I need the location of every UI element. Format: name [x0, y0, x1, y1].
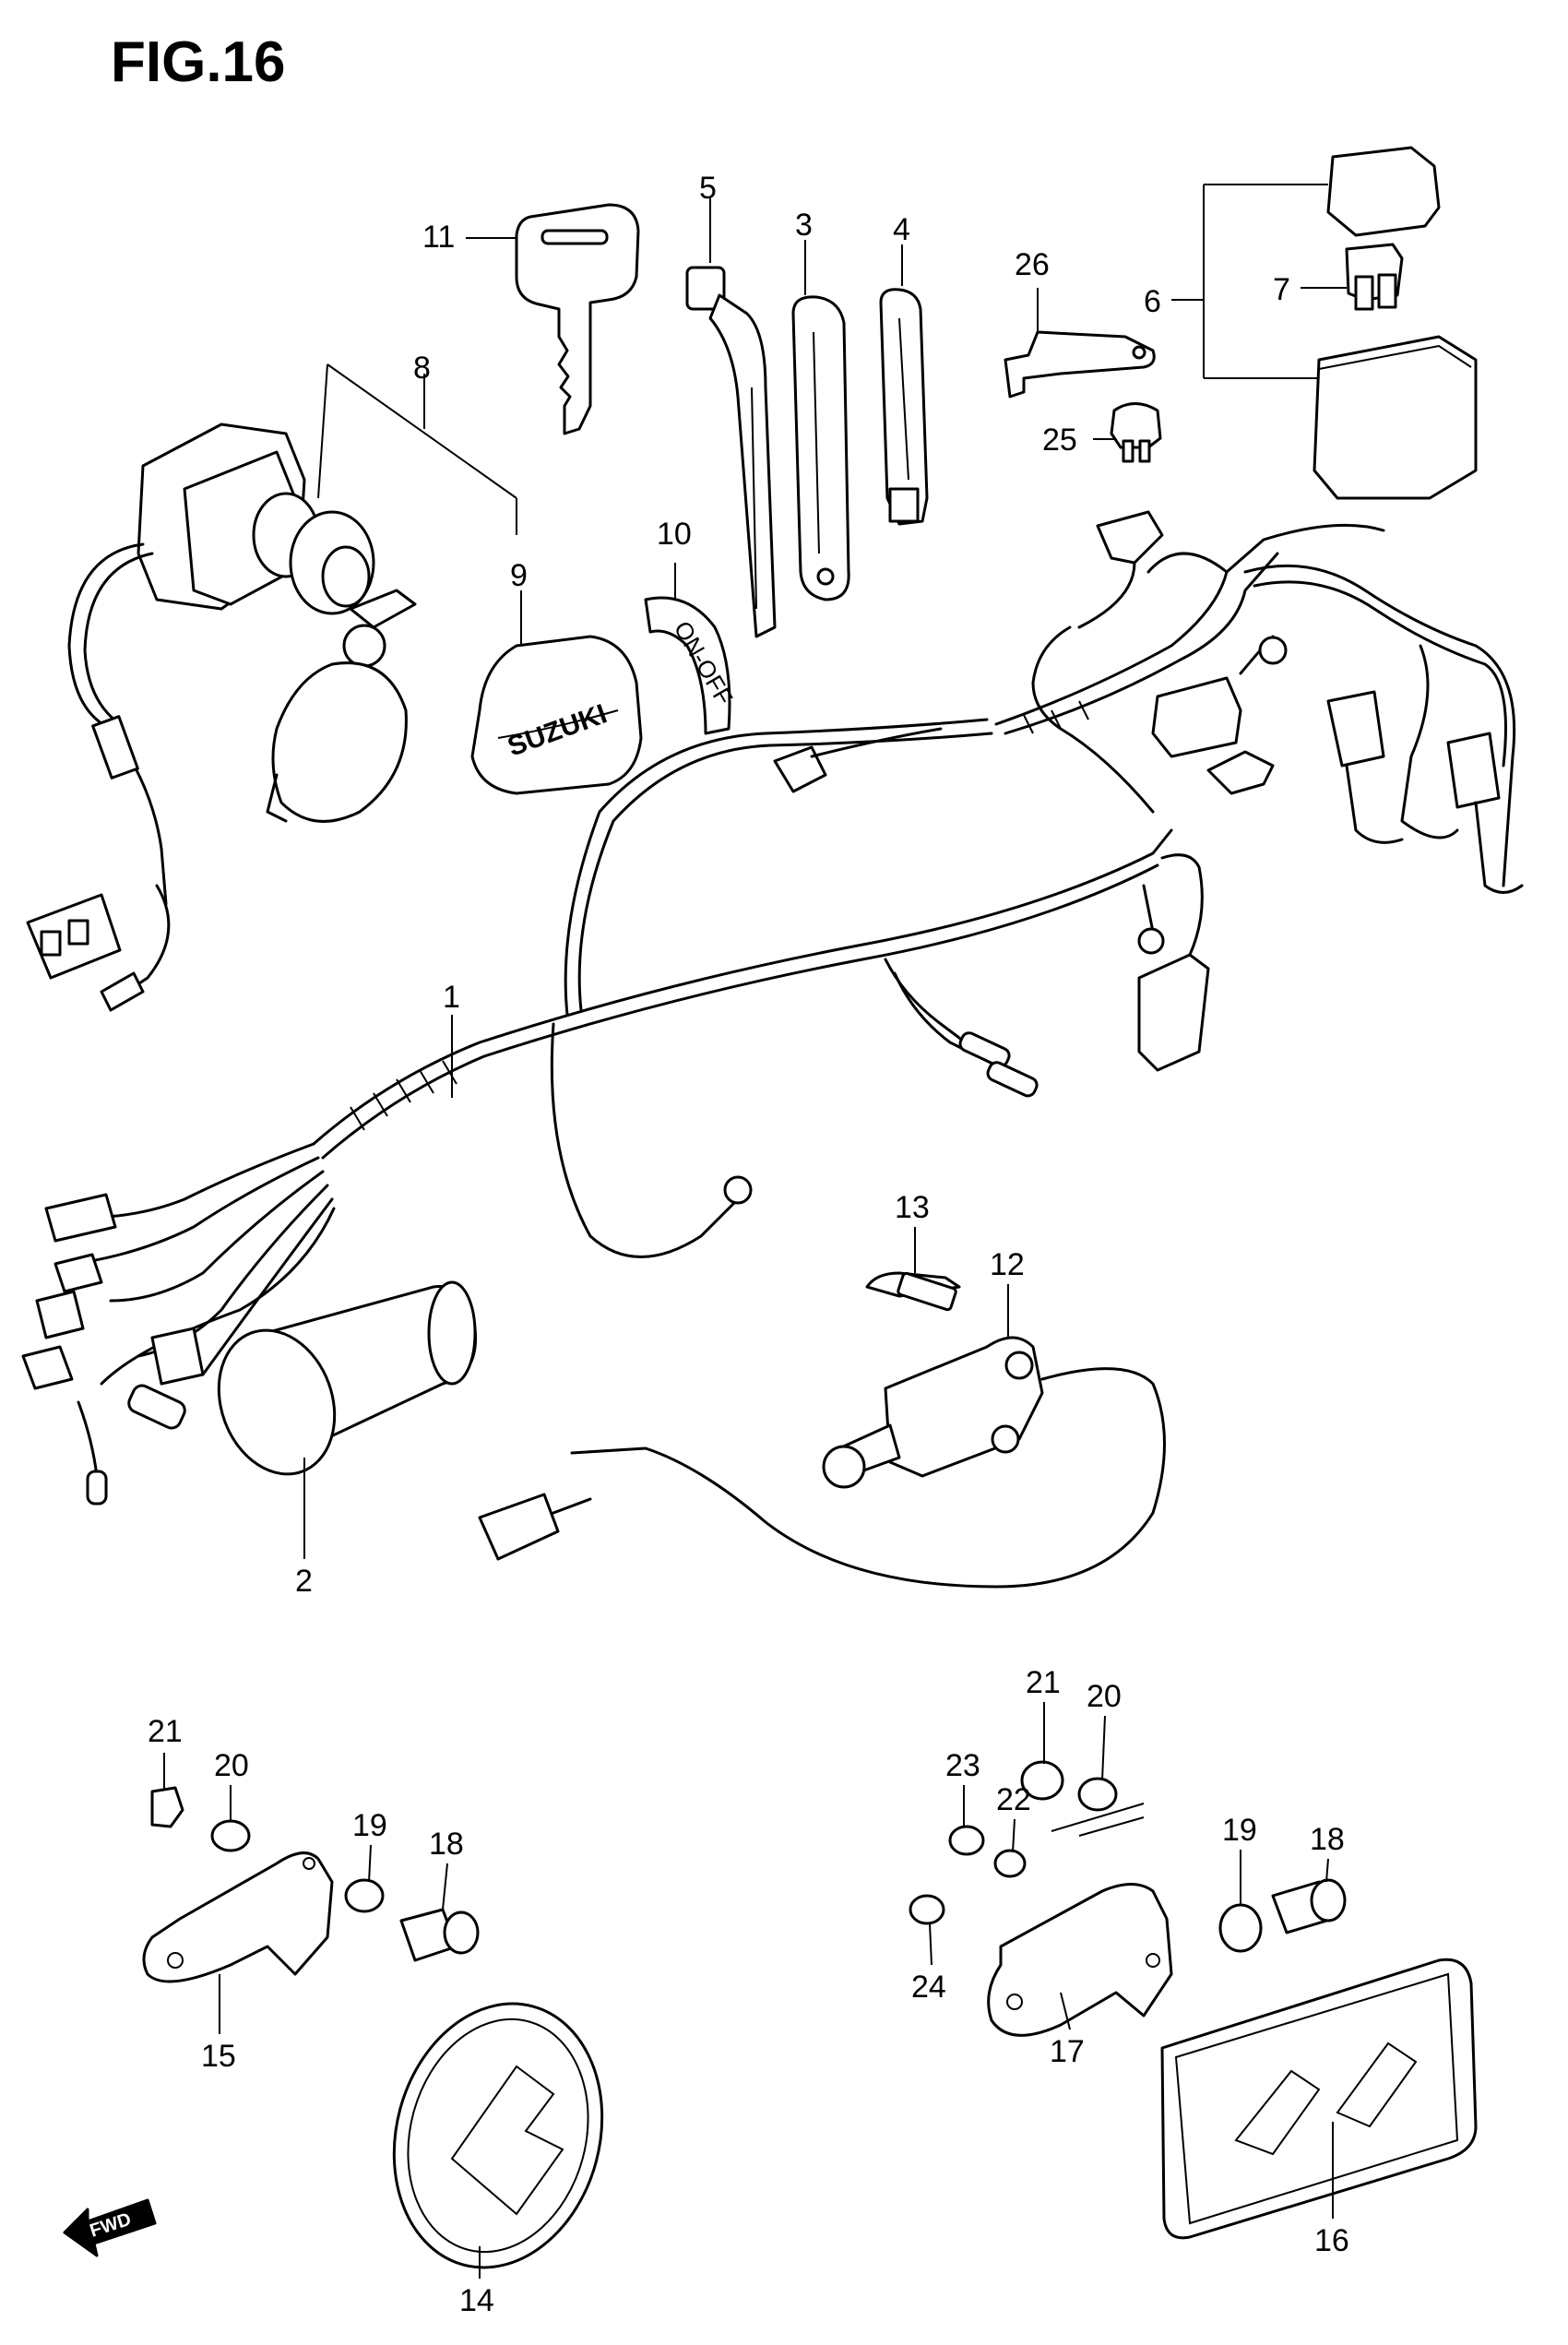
relay-assembly [1313, 146, 1478, 500]
callout-25: 25 [1042, 423, 1077, 458]
ignition-switch [26, 423, 417, 1012]
switch-cap: SUZUKI [470, 635, 643, 795]
callout-labels: 11 8 9 5 3 4 10 26 7 6 25 1 2 13 12 21 2… [148, 171, 1349, 2318]
lamp-assembly-right [909, 1760, 1478, 2240]
fuse-socket [1110, 402, 1162, 463]
cylindrical-unit [217, 1280, 478, 1476]
callout-6: 6 [1144, 284, 1161, 319]
callout-9: 9 [510, 558, 528, 593]
callout-18-right: 18 [1310, 1822, 1345, 1857]
callout-12: 12 [990, 1247, 1025, 1282]
figure-title: FIG.16 [111, 30, 286, 94]
callout-4: 4 [893, 212, 910, 247]
callout-22: 22 [996, 1782, 1031, 1817]
wire-clamp-5 [685, 266, 777, 638]
callout-16: 16 [1314, 2223, 1349, 2258]
callout-23: 23 [945, 1748, 980, 1783]
main-wire-harness [21, 510, 1524, 1506]
callout-21-right: 21 [1026, 1665, 1061, 1700]
callout-5: 5 [699, 171, 717, 206]
leader-lines [163, 184, 1347, 2279]
lamp-assembly-left [142, 1786, 604, 2269]
callout-19-right: 19 [1222, 1813, 1257, 1848]
callout-20-right: 20 [1087, 1679, 1122, 1714]
forward-arrow-marker: FWD [63, 2198, 157, 2257]
callout-15: 15 [201, 2039, 236, 2074]
ignition-key [515, 203, 640, 435]
callout-18-left: 18 [429, 1827, 464, 1862]
callout-3: 3 [795, 208, 813, 243]
wire-clamp-4 [879, 288, 929, 526]
callout-10: 10 [657, 517, 692, 552]
callout-20-left: 20 [214, 1748, 249, 1783]
callout-26: 26 [1015, 247, 1050, 282]
pushbutton-switch [478, 1271, 1166, 1589]
wire-clamp-3 [791, 295, 850, 601]
callout-21-left: 21 [148, 1714, 183, 1749]
callout-19-left: 19 [352, 1808, 387, 1843]
callout-24: 24 [911, 1970, 946, 2005]
callout-2: 2 [295, 1564, 313, 1599]
callout-13: 13 [895, 1190, 930, 1225]
bracket [1004, 330, 1156, 399]
callout-7: 7 [1273, 272, 1290, 307]
callout-1: 1 [443, 980, 460, 1015]
callout-17: 17 [1050, 2034, 1085, 2069]
label-band: ON-OFF [644, 596, 739, 735]
callout-8: 8 [413, 351, 431, 386]
callout-11: 11 [422, 220, 455, 255]
callout-14: 14 [459, 2283, 494, 2318]
